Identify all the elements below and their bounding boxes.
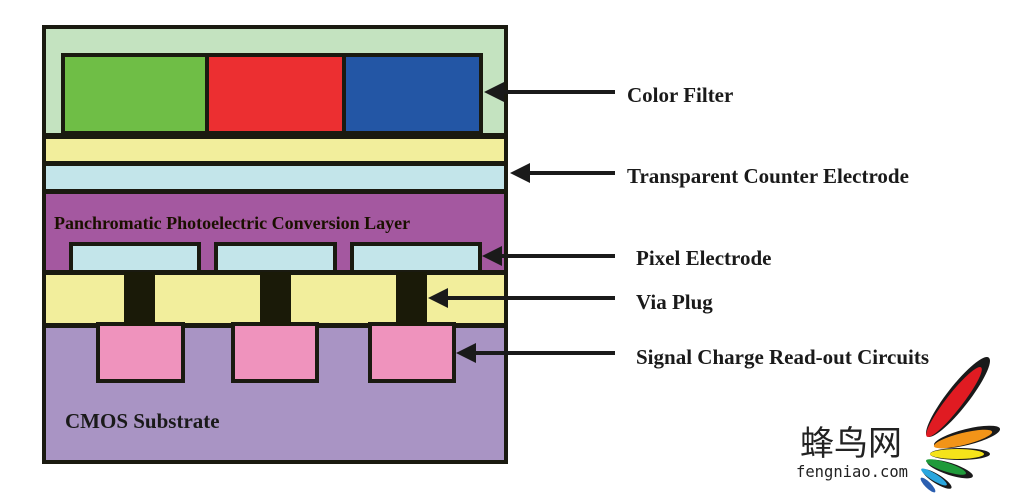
via-plug	[260, 272, 291, 326]
label-readout: Signal Charge Read-out Circuits	[636, 345, 929, 369]
label-counter-electrode: Transparent Counter Electrode	[627, 164, 909, 188]
label-via-plug: Via Plug	[636, 290, 713, 314]
wing-icon	[920, 357, 1001, 493]
label-pixel-electrode: Pixel Electrode	[636, 246, 772, 270]
arrow-color-filter	[484, 82, 615, 102]
filter-red	[205, 53, 346, 135]
counter-electrode-layer	[42, 162, 508, 193]
pixel-electrode	[350, 242, 482, 274]
readout-circuit	[368, 322, 456, 383]
filter-green	[61, 53, 209, 135]
arrow-counter-electrode	[510, 163, 615, 183]
conversion-layer-label: Panchromatic Photoelectric Conversion La…	[54, 213, 410, 233]
readout-circuit	[231, 322, 319, 383]
arrow-pixel-electrode	[482, 246, 615, 266]
logo-domain: fengniao.com	[796, 462, 908, 481]
substrate-label: CMOS Substrate	[65, 409, 220, 433]
via-plug	[124, 272, 155, 326]
pixel-electrode	[214, 242, 337, 274]
via-plug	[396, 272, 427, 326]
logo-chinese: 蜂鸟网	[800, 424, 902, 464]
arrow-readout	[456, 343, 615, 363]
label-color-filter: Color Filter	[627, 83, 733, 107]
fengniao-logo: 蜂鸟网 fengniao.com	[796, 357, 1001, 493]
readout-circuit	[96, 322, 185, 383]
yellow-layer	[42, 135, 508, 165]
arrow-via-plug	[428, 288, 615, 308]
filter-blue	[342, 53, 483, 135]
pixel-electrode	[69, 242, 201, 274]
